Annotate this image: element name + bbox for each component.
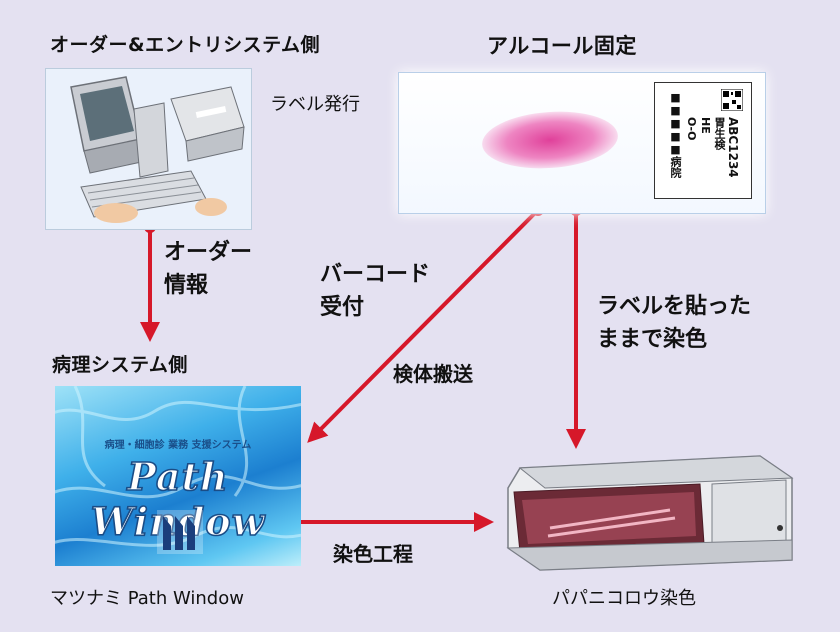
slide-label-id: ABC1234 xyxy=(726,117,740,178)
path-window-package: 病理・細胞診 業務 支援システム Path Window xyxy=(55,386,301,566)
order-entry-illustration xyxy=(45,68,252,230)
papanicolaou-stainer xyxy=(500,448,796,572)
heading-pathology-side: 病理システム側 xyxy=(52,354,188,376)
step-barcode-receipt: バーコード 受付 xyxy=(320,262,431,320)
step-order-info: オーダー 情報 xyxy=(164,240,253,298)
slide-label: ABC1234 胃生検 HE O-O ■■■■■病院 xyxy=(654,82,752,199)
stainer-machine-icon xyxy=(506,455,794,571)
matsunami-logo-icon xyxy=(157,510,203,554)
slide-label-hospital: ■■■■■病院 xyxy=(669,91,682,178)
arrow-order-info xyxy=(140,221,160,342)
heading-alcohol-fixation: アルコール固定 xyxy=(487,34,637,58)
slide-label-code: O-O xyxy=(685,117,698,141)
label-issue-text: ラベル発行 xyxy=(270,94,360,115)
step-staining-process: 染色工程 xyxy=(333,542,413,566)
path-window-subtitle: 病理・細胞診 業務 支援システム xyxy=(104,440,252,451)
slide-label-stain: HE xyxy=(699,117,712,134)
path-window-caption: マツナミ Path Window xyxy=(50,588,244,609)
computer-workstation-icon xyxy=(70,76,245,223)
arrow-stain-with-label xyxy=(566,204,586,449)
stainer-caption: パパニコロウ染色 xyxy=(552,588,696,609)
step-stain-with-label: ラベルを貼った ままで染色 xyxy=(597,294,752,352)
slide-label-organ: 胃生検 xyxy=(713,117,726,150)
step-specimen-transport: 検体搬送 xyxy=(393,362,473,386)
heading-order-entry-side: オーダー&エントリシステム側 xyxy=(50,34,321,56)
qr-code-icon xyxy=(721,89,743,111)
